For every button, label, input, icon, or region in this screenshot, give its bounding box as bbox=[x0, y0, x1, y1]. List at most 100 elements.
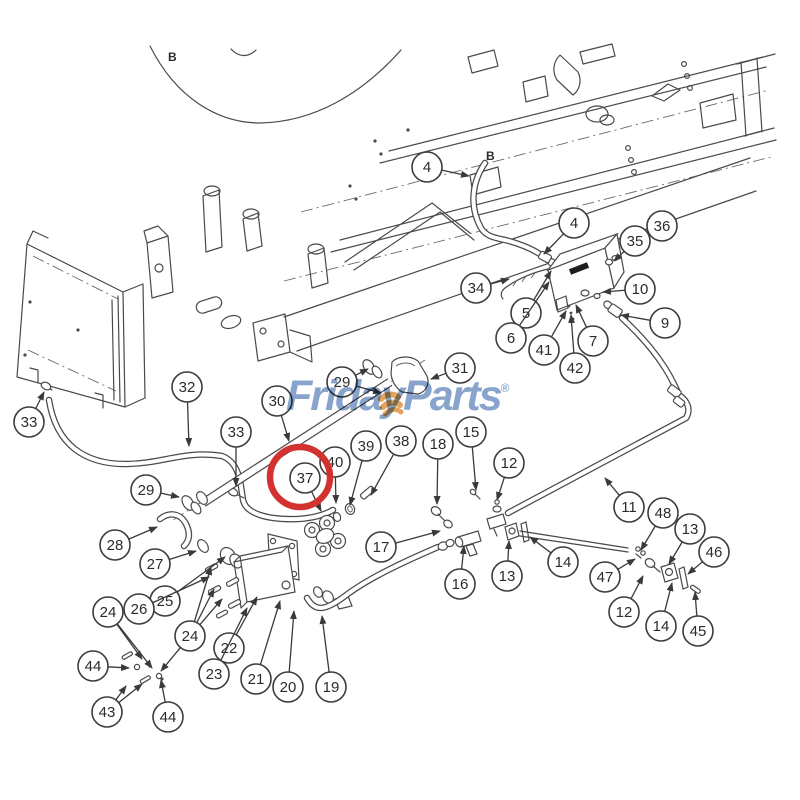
balloon-45: 45 bbox=[682, 591, 714, 647]
balloon-circle-10 bbox=[624, 273, 656, 305]
balloon-circle-14-right bbox=[645, 610, 677, 642]
balloon-circle-20 bbox=[272, 671, 304, 703]
balloon-circle-30 bbox=[261, 385, 293, 417]
balloon-number-12-top: 12 bbox=[501, 455, 518, 472]
balloon-number-4-valve: 4 bbox=[570, 215, 578, 232]
wheel-arc bbox=[149, 45, 402, 124]
balloon-30: 30 bbox=[261, 385, 293, 442]
balloon-16: 16 bbox=[444, 545, 476, 600]
balloon-number-33-mid: 33 bbox=[228, 424, 245, 441]
leader-line-15 bbox=[471, 446, 479, 491]
leader-line-26 bbox=[152, 576, 210, 604]
leader-line-48 bbox=[640, 525, 656, 551]
leader-line-35 bbox=[613, 250, 625, 262]
balloon-number-23: 23 bbox=[206, 666, 223, 683]
hose-11-art bbox=[504, 314, 692, 517]
balloon-number-13-left: 13 bbox=[499, 568, 516, 585]
balloon-24-left: 24 bbox=[92, 596, 153, 669]
leader-line-34 bbox=[490, 277, 510, 285]
balloon-14-right: 14 bbox=[645, 582, 677, 642]
balloon-24-mid: 24 bbox=[160, 566, 223, 672]
balloon-5: 5 bbox=[510, 270, 552, 329]
leader-line-29-top bbox=[356, 385, 382, 395]
balloon-29-left: 29 bbox=[130, 474, 180, 506]
leader-line-24-mid bbox=[193, 566, 213, 622]
balloon-circle-24-left bbox=[92, 596, 124, 628]
balloon-circle-16 bbox=[444, 568, 476, 600]
balloon-circle-31 bbox=[444, 352, 476, 384]
balloon-10: 10 bbox=[602, 273, 656, 305]
hose-32-art bbox=[45, 396, 337, 523]
leader-line-18 bbox=[433, 458, 441, 505]
leader-line-12-top bbox=[496, 477, 505, 501]
leader-line-45 bbox=[692, 591, 700, 617]
balloon-number-20: 20 bbox=[280, 679, 297, 696]
balloon-number-4-frame: 4 bbox=[423, 159, 431, 176]
balloon-number-32: 32 bbox=[179, 379, 196, 396]
balloon-circle-18 bbox=[422, 428, 454, 460]
balloon-circle-39 bbox=[350, 430, 382, 462]
balloon-29-top: 29 bbox=[326, 366, 382, 398]
balloon-circle-41 bbox=[528, 334, 560, 366]
balloon-circle-26 bbox=[123, 593, 155, 625]
balloon-18: 18 bbox=[422, 428, 454, 505]
balloon-number-34: 34 bbox=[468, 280, 485, 297]
leader-line-11 bbox=[604, 477, 620, 496]
balloon-circle-29-top bbox=[326, 366, 358, 398]
balloon-circle-13-left bbox=[491, 560, 523, 592]
balloon-number-25: 25 bbox=[157, 593, 174, 610]
balloon-number-45: 45 bbox=[690, 623, 707, 640]
balloon-circle-45 bbox=[682, 615, 714, 647]
balloon-number-10: 10 bbox=[632, 281, 649, 298]
balloon-circle-33-left bbox=[13, 406, 45, 438]
valve-art bbox=[470, 159, 625, 321]
leader-line-4-frame bbox=[441, 169, 470, 178]
balloon-14-left: 14 bbox=[529, 536, 579, 578]
balloon-33-left: 33 bbox=[13, 391, 45, 438]
leader-line-6 bbox=[518, 281, 550, 326]
balloon-number-6: 6 bbox=[507, 330, 515, 347]
balloon-number-44-top: 44 bbox=[85, 658, 102, 675]
leader-line-44-top bbox=[107, 664, 130, 672]
balloon-circle-4-valve bbox=[558, 207, 590, 239]
leader-line-25 bbox=[176, 556, 226, 593]
balloon-circle-6 bbox=[495, 322, 527, 354]
balloon-44-top: 44 bbox=[77, 650, 130, 682]
balloon-number-33-left: 33 bbox=[21, 414, 38, 431]
balloon-15: 15 bbox=[455, 416, 487, 491]
pump-art bbox=[204, 514, 353, 619]
balloon-12-top: 12 bbox=[493, 447, 525, 501]
leader-line-4-valve bbox=[543, 233, 565, 255]
balloon-19: 19 bbox=[315, 615, 347, 703]
leader-line-7 bbox=[575, 304, 588, 328]
balloon-number-39: 39 bbox=[358, 438, 375, 455]
balloon-4-valve: 4 bbox=[543, 207, 590, 255]
balloon-number-12-right: 12 bbox=[616, 604, 633, 621]
balloon-number-5: 5 bbox=[522, 305, 530, 322]
balloon-circle-22 bbox=[213, 632, 245, 664]
balloon-number-18: 18 bbox=[430, 436, 447, 453]
leader-line-20 bbox=[288, 610, 297, 673]
balloon-48: 48 bbox=[640, 497, 679, 551]
balloon-number-36: 36 bbox=[654, 218, 671, 235]
balloon-circle-19 bbox=[315, 671, 347, 703]
balloon-number-17: 17 bbox=[373, 539, 390, 556]
balloon-43: 43 bbox=[91, 683, 143, 728]
balloon-13-right: 13 bbox=[668, 513, 706, 565]
leader-line-42 bbox=[568, 314, 576, 354]
reference-letter-0: B bbox=[486, 149, 495, 163]
balloon-circle-15 bbox=[455, 416, 487, 448]
machine-frame-art bbox=[143, 43, 777, 363]
balloon-6: 6 bbox=[495, 281, 550, 354]
balloon-circle-12-top bbox=[493, 447, 525, 479]
balloon-number-19: 19 bbox=[323, 679, 340, 696]
balloon-circle-47 bbox=[589, 561, 621, 593]
balloon-circle-38 bbox=[385, 425, 417, 457]
leader-line-41 bbox=[550, 310, 567, 338]
highlight-circle-part-37 bbox=[266, 443, 334, 511]
hose-28-art bbox=[156, 495, 243, 569]
balloon-12-right: 12 bbox=[608, 575, 644, 628]
balloon-circle-36 bbox=[646, 210, 678, 242]
